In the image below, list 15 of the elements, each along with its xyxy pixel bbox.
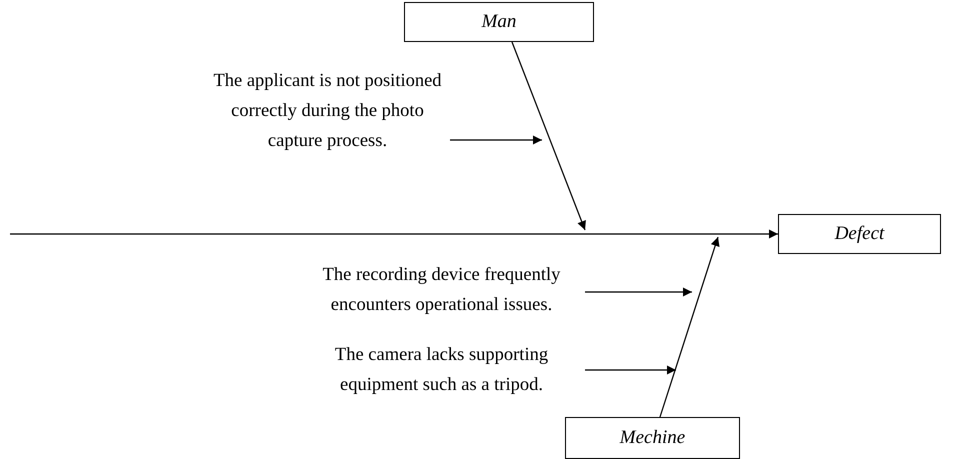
arrow xyxy=(10,230,778,238)
arrow xyxy=(450,136,542,144)
arrow xyxy=(659,236,720,418)
category-label: Mechine xyxy=(620,427,686,449)
cause-text: The recording device frequently encounters operational issues. xyxy=(322,264,562,317)
category-box xyxy=(404,2,594,42)
category-box xyxy=(565,417,740,459)
cause-text: The applicant is not positioned correctly during the photo capture process. xyxy=(212,70,443,153)
category-label: Man xyxy=(482,11,516,33)
arrow xyxy=(585,366,676,374)
category-label: Defect xyxy=(834,223,884,245)
arrow xyxy=(585,288,692,296)
arrow xyxy=(511,42,586,230)
cause-text: The camera lacks supporting equipment such as a tripod. xyxy=(334,344,550,397)
category-box xyxy=(778,214,941,254)
